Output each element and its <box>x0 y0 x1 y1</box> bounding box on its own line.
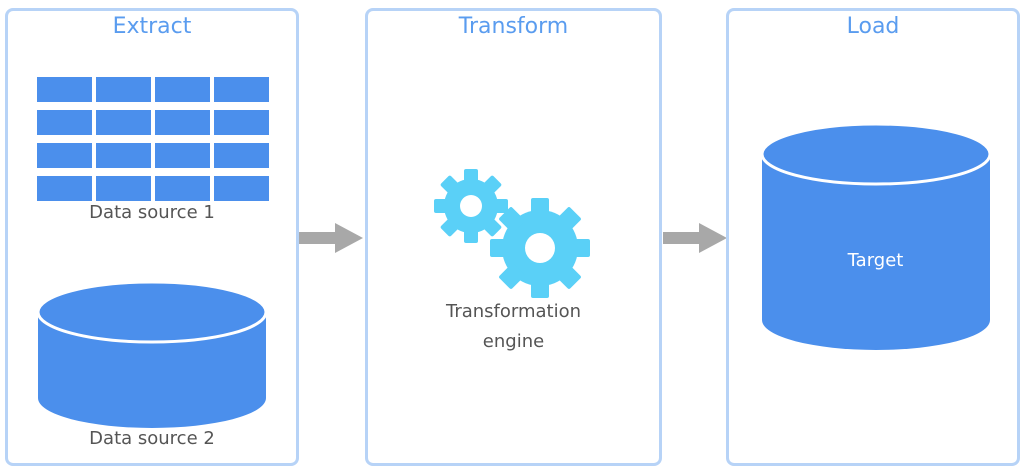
table-cell <box>155 110 210 135</box>
table-cell <box>214 110 269 135</box>
load-title: Load <box>846 14 900 39</box>
extract-title: Extract <box>112 14 192 39</box>
gears-icon <box>434 169 590 298</box>
table-cell <box>96 176 151 201</box>
table-cell <box>96 110 151 135</box>
table-cell <box>214 176 269 201</box>
transformation-engine-label: Transformation engine <box>365 297 662 357</box>
target-label: Target <box>847 250 904 271</box>
table-cell <box>214 143 269 168</box>
table-cell <box>155 143 210 168</box>
engine-label-line1: Transformation <box>445 301 582 322</box>
data-source-2-label: Data source 2 <box>89 428 215 449</box>
database-cylinder-icon <box>36 280 268 428</box>
table-cell <box>214 77 269 102</box>
database-cylinder-icon <box>760 122 992 350</box>
table-cell <box>155 176 210 201</box>
table-cell <box>37 77 92 102</box>
transform-title: Transform <box>458 14 569 39</box>
table-cell <box>37 110 92 135</box>
arrow-right-icon <box>663 223 727 253</box>
data-source-1-label: Data source 1 <box>89 202 215 223</box>
table-cell <box>96 143 151 168</box>
arrow-right-icon <box>299 223 363 253</box>
table-cell <box>37 176 92 201</box>
table-cell <box>96 77 151 102</box>
table-cell <box>155 77 210 102</box>
engine-label-line2: engine <box>482 331 545 352</box>
table-cell <box>37 143 92 168</box>
